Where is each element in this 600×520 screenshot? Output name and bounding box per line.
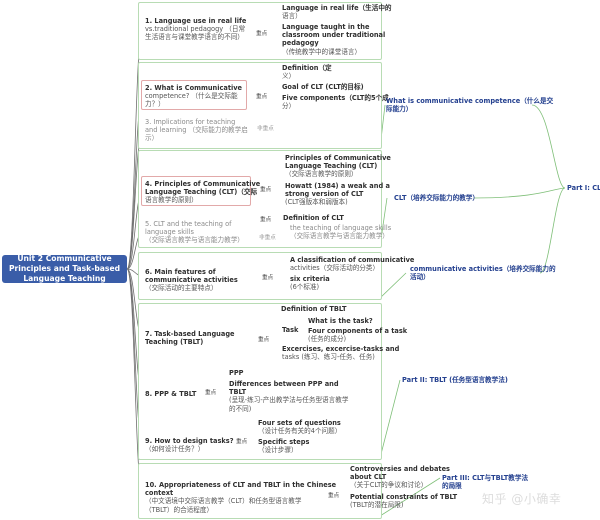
key-tag: 重点 [205,390,217,396]
leaf-language-classroom[interactable]: Language taught in the classroom under t… [282,23,386,56]
leaf-five-components[interactable]: Five components（CLT的5个成 分） [282,94,389,111]
key-tag: 重点 [256,94,268,100]
leaf-four-components-task[interactable]: Four components of a task (任务的成分) [308,327,408,344]
section-7-9-frame [138,303,382,460]
nonkey-tag: 非重点 [257,126,274,132]
section-10-frame [138,463,382,519]
leaf-teaching-language-skills[interactable]: the teaching of language skills （交际语言教学与… [290,224,392,241]
section-2-title[interactable]: 2. What is Communicative competence? （什么… [145,84,243,109]
part-2-label[interactable]: Part II: TBLT (任务型语言教学法) [402,376,508,384]
leaf-language-real-life[interactable]: Language in real life（生活中的 语言） [282,4,392,21]
leaf-what-is-task[interactable]: What is the task? [308,317,373,325]
leaf-task[interactable]: Task [282,326,299,334]
nonkey-tag: 非重点 [259,235,276,241]
group-communicative-competence[interactable]: What is communicative competence（什么是交 际能… [386,97,554,114]
leaf-ppp[interactable]: PPP [229,369,244,377]
leaf-specific-steps[interactable]: Specific steps （设计步骤） [258,438,310,455]
leaf-controversies-clt[interactable]: Controversies and debates about CLT （关于C… [350,465,450,490]
leaf-four-sets-questions[interactable]: Four sets of questions （设计任务有关的4个问题） [258,419,342,436]
key-tag: 重点 [260,217,272,223]
key-tag: 重点 [236,439,248,445]
section-5-title[interactable]: 5. CLT and the teaching of language skil… [145,220,244,245]
section-6-title[interactable]: 6. Main features of communicative activi… [145,268,238,293]
group-communicative-activities[interactable]: communicative activities（培养交际能力的 活动） [410,265,556,282]
root-title: Unit 2 Communicative Principles and Task… [8,254,121,283]
leaf-definition-of-clt[interactable]: Definition of CLT [283,214,344,222]
leaf-constraints-tblt[interactable]: Potential constraints of TBLT (TBLT的潜在局限… [350,493,458,510]
section-9-title[interactable]: 9. How to design tasks? （如何设计任务？） [145,437,234,454]
leaf-six-criteria[interactable]: six criteria (6个标准) [290,275,330,292]
section-2-title-frame [141,80,247,110]
section-4-title[interactable]: 4. Principles of Communicative Language … [145,180,261,205]
part-1-label[interactable]: Part I: CLT [567,184,600,192]
key-tag: 重点 [328,493,340,499]
root-node[interactable]: Unit 2 Communicative Principles and Task… [2,254,127,283]
key-tag: 重点 [260,187,272,193]
section-6-frame [138,252,382,300]
leaf-howatt[interactable]: Howatt (1984) a weak and a strong versio… [285,182,390,207]
leaf-goal-of-clt[interactable]: Goal of CLT (CLT的目标) [282,83,364,91]
section-7-title[interactable]: 7. Task-based Language Teaching (TBLT) [145,330,235,347]
leaf-exercises-tasks[interactable]: Excercises, excercise-tasks and tasks (练… [282,345,400,362]
section-4-title-frame [141,176,251,206]
leaf-classification-activities[interactable]: A classification of communicative activi… [290,256,415,273]
leaf-principles-clt[interactable]: Principles of Communicative Language Tea… [285,154,391,179]
leaf-differences-ppp-tblt[interactable]: Differences between PPP and TBLT (呈现-练习-… [229,380,349,413]
leaf-definition[interactable]: Definition（定 义） [282,64,332,81]
section-8-title[interactable]: 8. PPP & TBLT [145,390,197,398]
key-tag: 重点 [256,31,268,37]
section-3-title[interactable]: 3. Implications for teaching and learnin… [145,118,248,143]
key-tag: 重点 [258,337,270,343]
section-1-frame [138,2,382,60]
key-tag: 重点 [262,275,274,281]
group-clt-teaching[interactable]: CLT（培养交际能力的教学） [394,194,479,202]
section-1-title[interactable]: 1. Language use in real life vs.traditio… [145,17,247,42]
section-10-title[interactable]: 10. Appropriateness of CLT and TBLT in t… [145,481,337,514]
watermark: 知乎 @小确幸 [482,492,562,506]
part-3-label[interactable]: Part III: CLT与TBLT教学法 的局限 [442,474,529,491]
leaf-definition-of-tblt[interactable]: Definition of TBLT [281,305,347,313]
